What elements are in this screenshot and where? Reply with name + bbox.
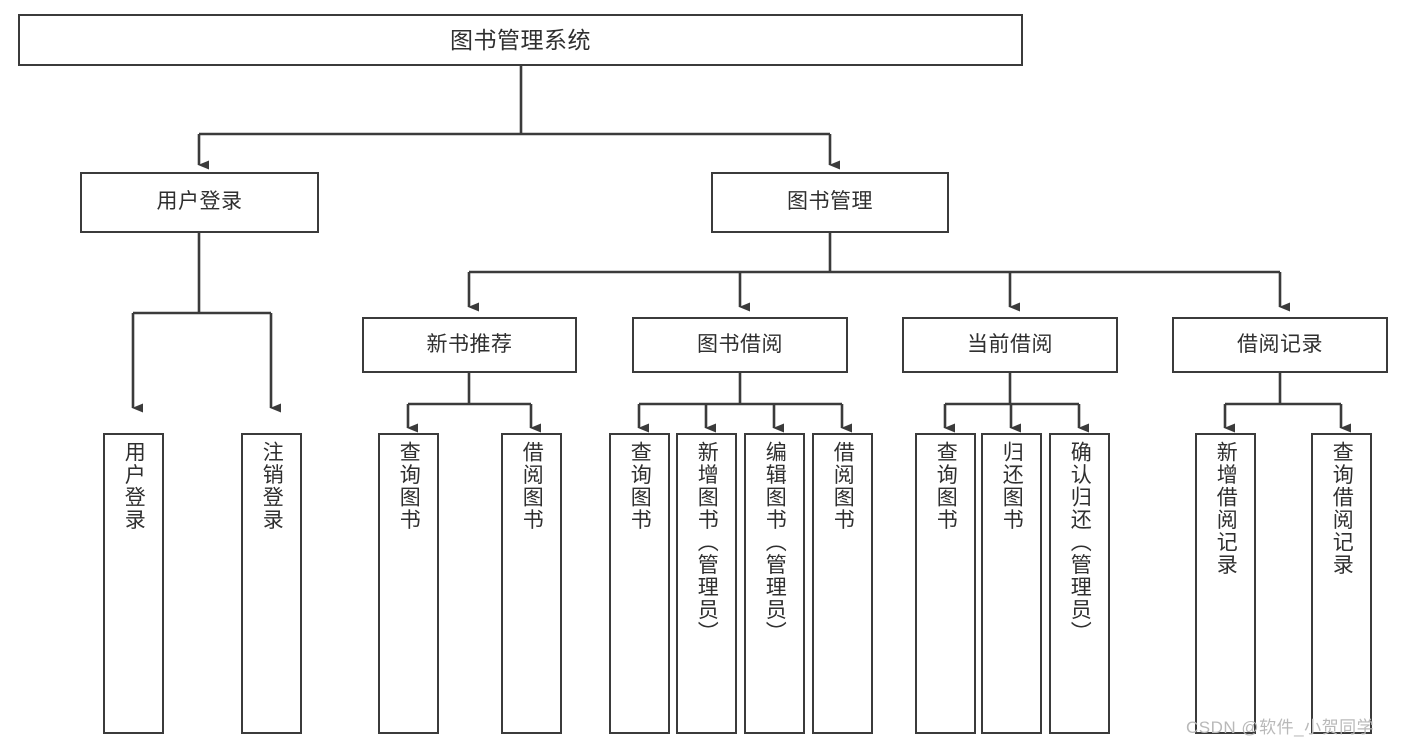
node-root[interactable]: 图书管理系统 [18, 14, 1023, 66]
node-leaf-query-book-3-label: 查询图书 [934, 441, 958, 531]
node-leaf-add-record-label: 新增借阅记录 [1214, 441, 1238, 576]
node-borrow-record[interactable]: 借阅记录 [1172, 317, 1388, 373]
watermark: CSDN @软件_小贺同学 [1186, 718, 1375, 737]
node-book-borrow-label: 图书借阅 [697, 332, 783, 356]
node-leaf-logout-login-label: 注销登录 [260, 441, 284, 531]
node-leaf-query-book-3[interactable]: 查询图书 [915, 433, 976, 734]
node-borrow-record-label: 借阅记录 [1237, 332, 1323, 356]
node-user-login[interactable]: 用户登录 [80, 172, 319, 233]
node-leaf-confirm-return[interactable]: 确认归还（管理员） [1049, 433, 1110, 734]
node-leaf-borrow-book-2[interactable]: 借阅图书 [812, 433, 873, 734]
node-leaf-query-record-label: 查询借阅记录 [1330, 441, 1354, 576]
node-leaf-return-book[interactable]: 归还图书 [981, 433, 1042, 734]
node-leaf-user-login-label: 用户登录 [122, 441, 146, 531]
node-leaf-borrow-book-1-label: 借阅图书 [520, 441, 544, 531]
node-book-borrow[interactable]: 图书借阅 [632, 317, 848, 373]
node-leaf-query-book-1-label: 查询图书 [397, 441, 421, 531]
node-leaf-borrow-book-2-label: 借阅图书 [831, 441, 855, 531]
node-book-manage[interactable]: 图书管理 [711, 172, 949, 233]
node-leaf-logout-login[interactable]: 注销登录 [241, 433, 302, 734]
node-book-manage-label: 图书管理 [787, 190, 873, 214]
node-leaf-query-record[interactable]: 查询借阅记录 [1311, 433, 1372, 734]
node-leaf-borrow-book-1[interactable]: 借阅图书 [501, 433, 562, 734]
node-current-borrow-label: 当前借阅 [967, 332, 1053, 356]
node-new-book-rec[interactable]: 新书推荐 [362, 317, 577, 373]
node-leaf-edit-book[interactable]: 编辑图书（管理员） [744, 433, 805, 734]
node-leaf-edit-book-label: 编辑图书（管理员） [763, 441, 787, 644]
node-leaf-add-book-label: 新增图书（管理员） [695, 441, 719, 644]
node-new-book-rec-label: 新书推荐 [426, 332, 513, 356]
node-leaf-query-book-1[interactable]: 查询图书 [378, 433, 439, 734]
node-leaf-query-book-2-label: 查询图书 [628, 441, 652, 531]
node-leaf-return-book-label: 归还图书 [1000, 441, 1024, 531]
node-leaf-query-book-2[interactable]: 查询图书 [609, 433, 670, 734]
node-leaf-add-record[interactable]: 新增借阅记录 [1195, 433, 1256, 734]
node-user-login-label: 用户登录 [156, 190, 243, 214]
node-current-borrow[interactable]: 当前借阅 [902, 317, 1118, 373]
node-leaf-confirm-return-label: 确认归还（管理员） [1068, 441, 1092, 644]
node-root-label: 图书管理系统 [450, 26, 591, 53]
node-leaf-add-book[interactable]: 新增图书（管理员） [676, 433, 737, 734]
node-leaf-user-login[interactable]: 用户登录 [103, 433, 164, 734]
